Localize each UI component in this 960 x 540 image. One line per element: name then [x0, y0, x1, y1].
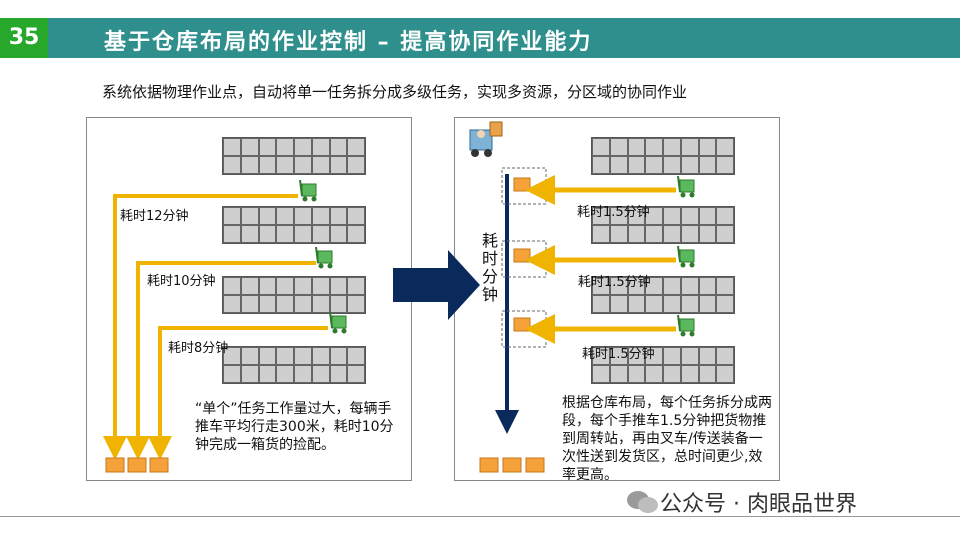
- watermark: 公众号 · 肉眼品世界: [660, 492, 857, 517]
- right-shelf-1: [591, 137, 735, 175]
- left-description: “单个”任务工作量过大，每辆手推车平均行走300米，耗时10分钟完成一箱货的捡配…: [195, 401, 394, 453]
- cart-icon: [677, 245, 695, 268]
- left-shelf-4: [222, 346, 366, 384]
- left-shelf-3: [222, 276, 366, 314]
- left-shelf-1: [222, 137, 366, 175]
- left-path-arrow-1: [103, 194, 298, 460]
- transition-arrow: [393, 250, 480, 320]
- right-time-label-3: 耗时1.5分钟: [582, 347, 655, 362]
- box-icon: [513, 248, 531, 263]
- right-vertical-label: 耗时分钟: [482, 231, 499, 304]
- box-icon: [513, 317, 531, 332]
- left-shelf-2: [222, 206, 366, 244]
- right-time-label-1: 耗时1.5分钟: [577, 205, 650, 220]
- right-shelf-2: [591, 206, 735, 244]
- bottom-divider: [0, 516, 960, 517]
- left-path-arrow-3: [148, 326, 328, 460]
- left-time-label-2: 耗时10分钟: [147, 274, 216, 289]
- forklift-icon: [469, 121, 503, 157]
- cart-icon: [299, 179, 317, 202]
- page-number-badge: 35: [0, 18, 48, 58]
- box-icon: [479, 457, 545, 473]
- cart-icon: [329, 311, 347, 334]
- cart-icon: [315, 246, 333, 269]
- right-shelf-3: [591, 276, 735, 314]
- cart-icon: [677, 314, 695, 337]
- right-time-label-2: 耗时1.5分钟: [578, 275, 651, 290]
- subtitle: 系统依据物理作业点，自动将单一任务拆分成多级任务，实现多资源，分区域的协同作业: [102, 83, 688, 101]
- left-time-label-3: 耗时8分钟: [168, 341, 229, 356]
- page-title: 基于仓库布局的作业控制 – 提高协同作业能力: [104, 30, 593, 55]
- left-path-arrow-2: [126, 261, 316, 460]
- wechat-icon: [627, 491, 658, 513]
- cart-icon: [677, 175, 695, 198]
- title-bar: 基于仓库布局的作业控制 – 提高协同作业能力: [48, 18, 960, 58]
- right-description: 根据仓库布局，每个任务拆分成两段，每个手推车1.5分钟把货物推到周转站，再由叉车…: [562, 395, 772, 483]
- box-icon: [105, 457, 169, 473]
- box-icon: [513, 177, 531, 192]
- left-time-label-1: 耗时12分钟: [120, 209, 189, 224]
- right-shelf-4: [591, 346, 735, 384]
